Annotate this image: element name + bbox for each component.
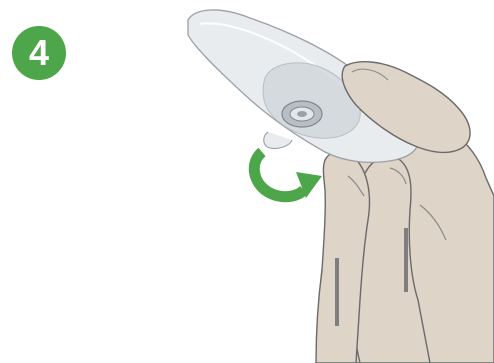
rotate-arrow-icon (254, 152, 322, 198)
finger-edge-line (404, 228, 408, 292)
applicator-tab (264, 132, 292, 149)
sensor-hub-center (297, 111, 307, 117)
finger-edge-line (335, 258, 339, 326)
